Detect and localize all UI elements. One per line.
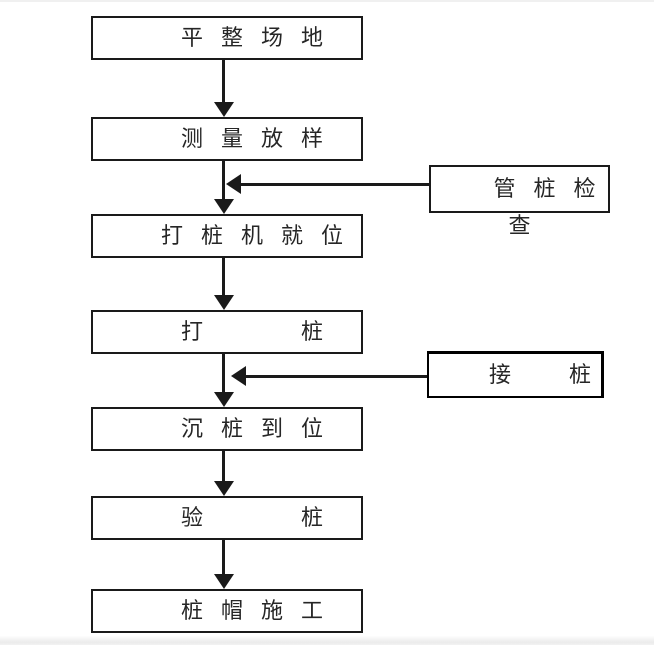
flow-box-pile-driver-in-position-label: 打桩机就位 (160, 223, 362, 248)
flow-box-pipe-pile-inspection: 管桩检 (429, 165, 610, 213)
arrow-2-line (222, 159, 225, 201)
page-bottom-edge (0, 636, 654, 645)
flow-box-pile-acceptance-label: 验 桩 (180, 505, 342, 530)
arrow-5-line (222, 451, 225, 483)
flow-box-survey-setting-out-label: 测量放样 (180, 126, 342, 151)
flow-box-pile-driver-in-position: 打桩机就位 (91, 214, 363, 258)
arrow-3-down-head-icon (214, 295, 234, 310)
flow-box-pile-splicing: 接 桩 (427, 351, 604, 398)
flow-box-pile-cap-construction: 桩帽施工 (91, 589, 363, 633)
flow-box-pile-driving-label: 打 桩 (180, 319, 342, 344)
flow-box-pile-splicing-label: 接 桩 (488, 362, 610, 387)
arrow-pile-splicing-line (245, 375, 427, 378)
flow-box-pile-sunk-in-place-label: 沉桩到位 (180, 416, 342, 441)
flow-box-pipe-pile-inspection-label: 管桩检 (493, 176, 614, 201)
arrow-pile-splicing-left-head-icon (231, 366, 246, 386)
flow-box-pile-sunk-in-place: 沉桩到位 (91, 407, 363, 451)
arrow-5-down-head-icon (214, 481, 234, 496)
flow-box-pile-cap-construction-label: 桩帽施工 (180, 598, 342, 623)
flow-box-level-site-label: 平整场地 (180, 25, 342, 50)
arrow-pipe-pile-inspection-line (240, 183, 429, 186)
flow-box-pipe-pile-inspection-overflow-label: 查 (508, 213, 531, 238)
page-top-edge (0, 0, 654, 2)
flow-box-survey-setting-out: 测量放样 (91, 117, 363, 161)
arrow-4-down-head-icon (214, 392, 234, 407)
flow-box-pile-acceptance: 验 桩 (91, 496, 363, 540)
arrow-1-down-head-icon (214, 102, 234, 117)
arrow-6-down-head-icon (214, 574, 234, 589)
arrow-4-line (222, 354, 225, 394)
arrow-2-down-head-icon (214, 199, 234, 214)
arrow-1-line (222, 58, 225, 104)
flow-box-level-site: 平整场地 (91, 16, 363, 60)
arrow-6-line (222, 540, 225, 576)
arrow-pipe-pile-inspection-left-head-icon (226, 174, 241, 194)
arrow-3-line (222, 258, 225, 297)
flow-box-pile-driving: 打 桩 (91, 310, 363, 354)
